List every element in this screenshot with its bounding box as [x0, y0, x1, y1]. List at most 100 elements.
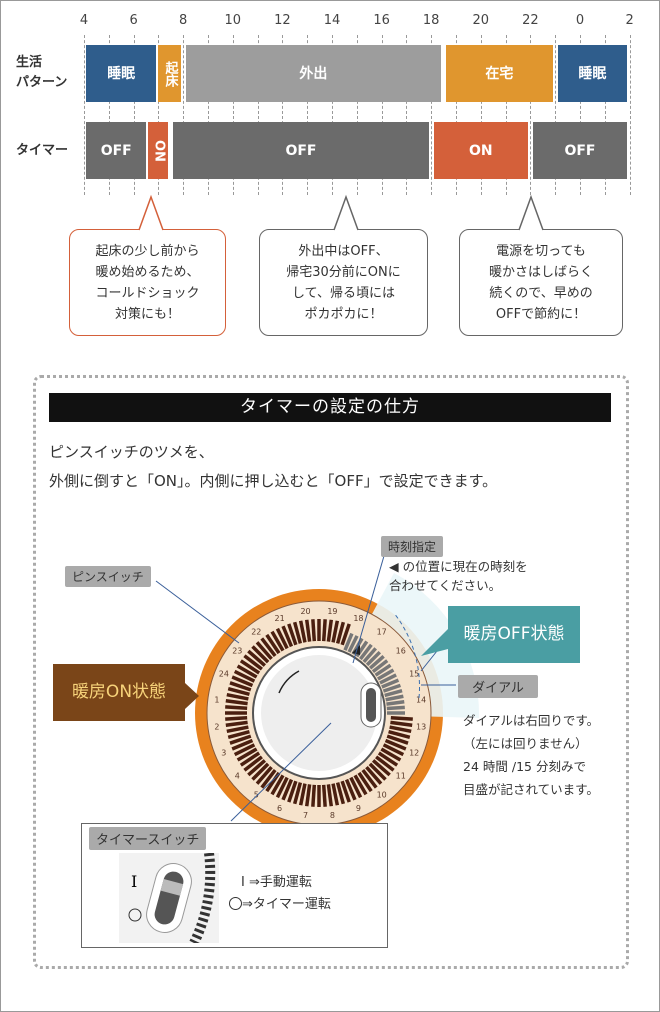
on-label-pointer [185, 683, 199, 709]
off-zone-boundary [393, 612, 420, 699]
hour-tick: 6 [129, 13, 138, 28]
pin-switch [231, 738, 254, 751]
pin-switch [326, 619, 334, 642]
pin-switch [275, 776, 289, 799]
pin-switch [227, 686, 250, 697]
hour-gridline [84, 35, 85, 195]
dial-number: 9 [356, 804, 361, 813]
hour-gridline [356, 35, 358, 195]
pin-switch [247, 759, 267, 777]
pin-switch [233, 743, 256, 757]
hour-gridline [604, 35, 606, 195]
hour-gridline [282, 35, 284, 195]
callout-pointers [138, 194, 544, 231]
pin-switch [227, 729, 250, 740]
pin-switch [239, 751, 261, 767]
hour-tick: 4 [79, 13, 89, 28]
dial-number: 3 [221, 748, 226, 757]
dial-number: 10 [377, 791, 387, 800]
hour-gridline [431, 35, 433, 195]
pin-switch [361, 769, 378, 789]
pin-switch [233, 669, 256, 683]
leader-line [352, 548, 387, 664]
pin-switch [331, 620, 340, 643]
hour-gridline [307, 35, 309, 195]
hour-gridline [480, 35, 482, 195]
pin-switch [229, 734, 252, 745]
pin-switch-tag: ピンスイッチ [65, 566, 151, 587]
pin-switch [311, 619, 317, 642]
hour-gridline [108, 35, 110, 195]
dial-number: 7 [303, 811, 308, 820]
hour-tick: 18 [422, 13, 440, 28]
hour-gridline [208, 35, 209, 195]
dial-text-3: 24 時間 /15 分刻みで [463, 759, 586, 774]
hour-gridline [530, 35, 532, 195]
pin-switch [386, 705, 405, 711]
hour-gridline [456, 35, 457, 195]
time-set-text: ◀ の位置に現在の時刻を 合わせてください。 [389, 557, 528, 595]
timer-switch-knob [366, 688, 376, 722]
dial-number: 22 [251, 627, 261, 636]
intro-line-2: 外側に倒すと「ON」。内側に押し込むと「OFF」で設定できます。 [49, 472, 498, 490]
off-label-pointer [421, 629, 448, 656]
hour-gridline [406, 35, 408, 195]
pin-switch [347, 635, 359, 653]
hour-gridline [505, 35, 507, 195]
intro-line-1: ピンスイッチのツメを、 [49, 443, 214, 461]
pin-switch [275, 627, 289, 650]
pin-switch [287, 780, 298, 803]
hour-tick: 8 [179, 13, 188, 28]
pin-switch [382, 743, 405, 757]
dial-number: 20 [300, 607, 310, 616]
pin-switch [326, 784, 334, 807]
time-set-tag: 時刻指定 [381, 536, 444, 557]
howto-title: タイマーの設定の仕方 [49, 393, 611, 422]
time-set-line-1: の位置に現在の時刻を [402, 559, 528, 574]
pin-switch [357, 771, 373, 793]
pin-switch [362, 647, 378, 664]
pin-switch [270, 630, 285, 652]
pin-switch [243, 654, 263, 671]
schedule-segment: OFF [173, 122, 429, 179]
dial-number: 5 [254, 791, 259, 800]
pin-switch [298, 783, 307, 806]
timer-switch-closeup[interactable]: I [119, 853, 219, 943]
pin-switch [390, 715, 413, 721]
dial-text-2: （左には回りません） [463, 736, 588, 751]
pin-switch [251, 762, 270, 781]
pin-switch [260, 769, 277, 789]
pin-switch [265, 633, 281, 655]
pin-switch [365, 650, 382, 667]
pin-switch [381, 678, 400, 689]
triangle-marker-icon: ◀ [389, 559, 399, 574]
pin-switch [270, 774, 285, 796]
dial-number: 16 [396, 646, 406, 655]
dial-number: 13 [416, 722, 426, 731]
pin-switch [225, 705, 248, 711]
dial-number: 23 [232, 646, 242, 655]
pin-switch [331, 783, 340, 806]
schedule-segment: ON [148, 122, 169, 179]
dial-number: 11 [396, 772, 406, 781]
dial-number: 18 [353, 614, 363, 623]
hour-gridline [232, 35, 234, 195]
pin-switch [377, 751, 399, 767]
schedule-segment: OFF [86, 122, 146, 179]
hour-tick: 12 [274, 13, 291, 28]
rotation-arrow-icon [278, 670, 300, 694]
dial-number: 8 [330, 811, 335, 820]
dial-number: 6 [277, 804, 282, 813]
dial-center-inner [261, 655, 377, 771]
leader-line [230, 722, 332, 822]
hour-tick: 10 [224, 13, 242, 28]
manual-mode-text: I ⇒手動運転 [241, 875, 312, 890]
hour-tick: 20 [472, 13, 490, 28]
hour-tick: 2 [625, 13, 634, 28]
pin-switch [353, 774, 368, 796]
pin-switch [386, 734, 409, 745]
timer-switch-tag: タイマースイッチ [89, 827, 207, 850]
schedule-segment: 起床 [158, 45, 181, 102]
hour-gridline [332, 35, 333, 195]
